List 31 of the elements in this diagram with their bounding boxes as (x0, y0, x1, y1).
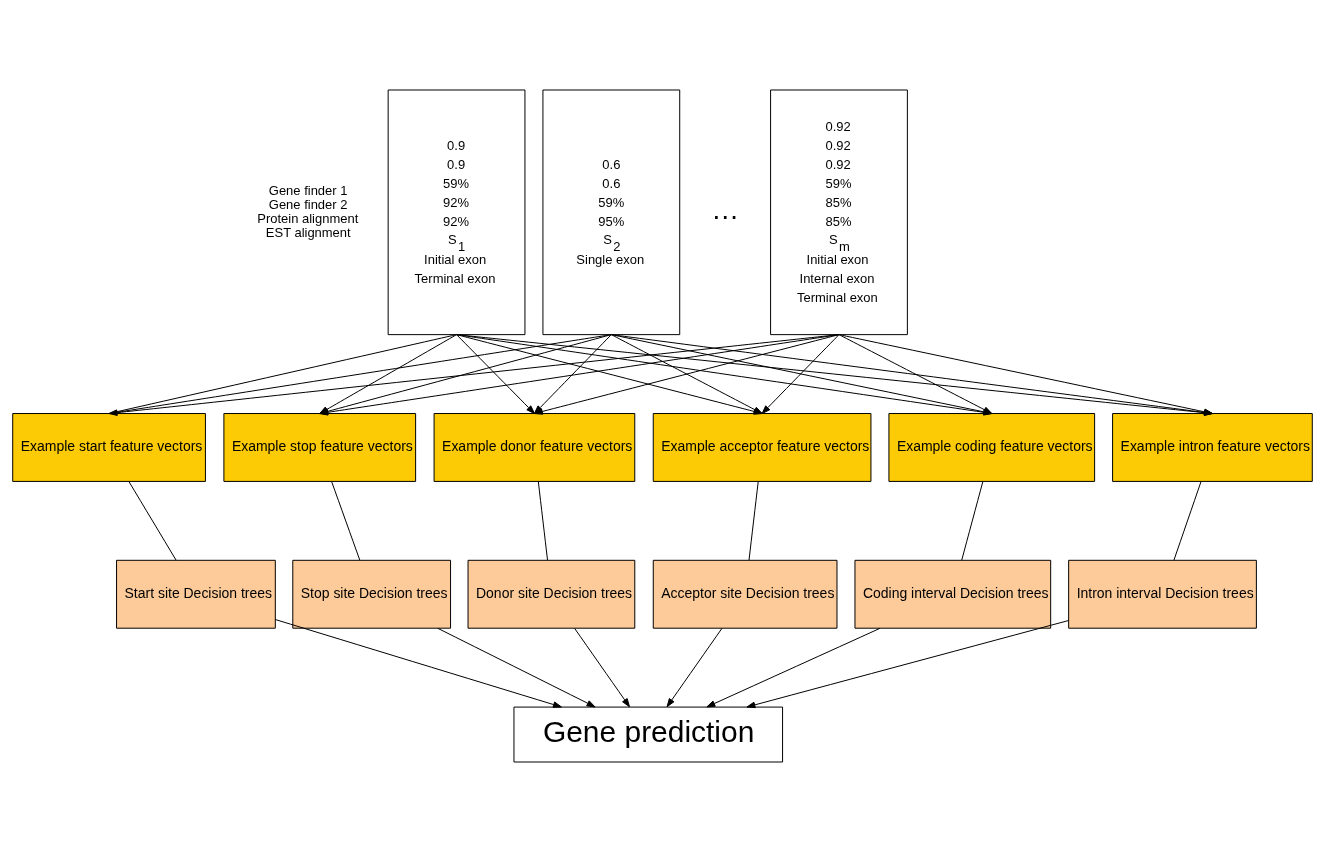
node-box: Start site Decision trees (116, 559, 276, 629)
connector (1173, 481, 1202, 561)
arrow (706, 627, 881, 708)
connector (961, 481, 984, 561)
label: Gene finder 1 (268, 182, 348, 198)
node-box: Stop site Decision trees (292, 559, 452, 629)
node-box: Example coding feature vectors (888, 413, 1096, 482)
arrow (574, 627, 630, 708)
connector (748, 481, 759, 561)
node-box: Example donor feature vectors (433, 413, 636, 482)
node-box: Example start feature vectors (12, 413, 206, 482)
label: … (711, 194, 740, 226)
node-box: Donor site Decision trees (467, 559, 636, 629)
node-box: Gene prediction (513, 706, 784, 763)
node-box: Example stop feature vectors (223, 413, 417, 482)
arrow (761, 334, 840, 414)
node-box: Example intron feature vectors (1112, 413, 1313, 482)
arrow (275, 619, 562, 708)
arrow (437, 627, 596, 708)
label: Protein alignment (257, 210, 359, 226)
node-box: Coding interval Decision trees (854, 559, 1052, 629)
arrow (746, 620, 1069, 709)
connector (128, 481, 177, 561)
arrow (666, 627, 723, 708)
arrow (456, 334, 535, 414)
label: Gene finder 2 (268, 196, 348, 212)
node-box: Acceptor site Decision trees (652, 559, 838, 629)
node-box: Intron interval Decision trees (1068, 559, 1257, 629)
connector (537, 481, 549, 561)
connector (331, 481, 361, 561)
node-box: Example acceptor feature vectors (652, 413, 872, 482)
